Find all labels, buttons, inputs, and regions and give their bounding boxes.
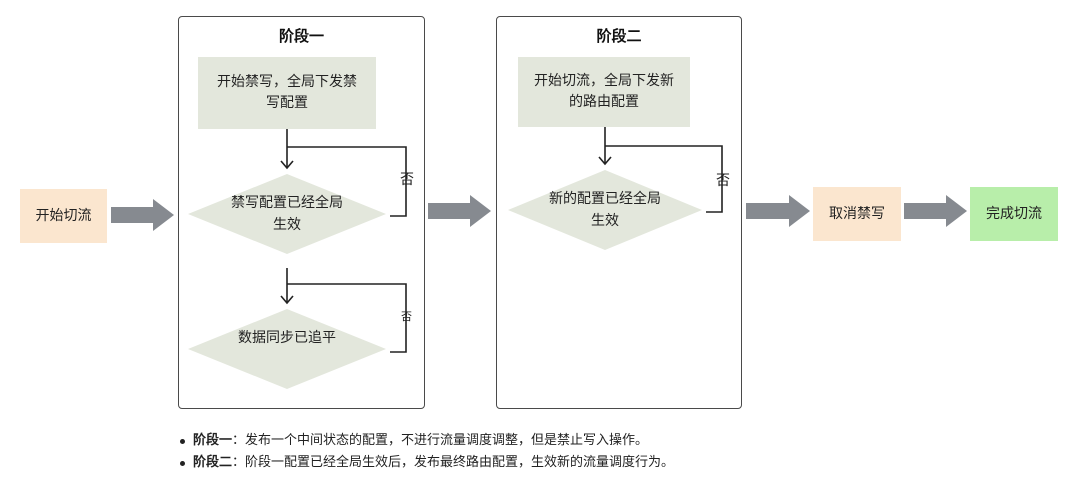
- stage-one-no-label-1: 否: [400, 172, 414, 188]
- note-separator: ：: [232, 433, 246, 448]
- stage-one-no-label-2: 否: [401, 310, 412, 323]
- stage-two-route-config-step: 开始切流，全局下发新的路由配置: [518, 57, 690, 127]
- stage-one-check-2-label: 数据同步已追平: [238, 330, 336, 346]
- bullet-icon: [180, 460, 185, 466]
- arrow-cancel-to-finish: [904, 195, 967, 227]
- cancel-write-ban-label: 取消禁写: [829, 205, 885, 222]
- start-cutover-node: 开始切流: [20, 189, 107, 243]
- stage-two-title: 阶段二: [596, 27, 642, 45]
- arrow-stage-two-to-cancel: [746, 195, 810, 227]
- stage-one-step-label: 开始禁写，全局下发禁写配置: [217, 74, 357, 111]
- bullet-icon: [180, 438, 185, 444]
- start-cutover-label: 开始切流: [35, 207, 92, 224]
- stage-one-check-1-diamond: [188, 174, 386, 254]
- note-text: 发布一个中间状态的配置，不进行流量调度调整，但是禁止写入操作。: [245, 433, 649, 448]
- stage-two-check-label: 新的配置已经全局生效: [549, 191, 661, 229]
- finish-cutover-node: 完成切流: [970, 187, 1058, 241]
- stage-two-loop: [598, 127, 723, 213]
- note-term: 阶段二: [193, 455, 233, 470]
- flow-arrows: [111, 195, 967, 231]
- stage-one-check-2-diamond: [188, 309, 386, 389]
- finish-cutover-label: 完成切流: [986, 205, 1042, 222]
- note-term: 阶段一: [193, 433, 233, 448]
- note-stage-one: 阶段一：发布一个中间状态的配置，不进行流量调度调整，但是禁止写入操作。: [180, 430, 674, 452]
- stage-two-no-label: 否: [716, 173, 730, 189]
- stage-one-check-1-label: 禁写配置已经全局生效: [231, 195, 343, 233]
- arrow-start-to-stage-one: [111, 199, 174, 231]
- stage-notes: 阶段一：发布一个中间状态的配置，不进行流量调度调整，但是禁止写入操作。 阶段二：…: [180, 430, 674, 474]
- arrow-stage-one-to-stage-two: [428, 195, 491, 227]
- cancel-write-ban-node: 取消禁写: [813, 187, 901, 241]
- stage-one-loop-1: [280, 129, 407, 217]
- note-stage-two: 阶段二：阶段一配置已经全局生效后，发布最终路由配置，生效新的流量调度行为。: [180, 452, 674, 474]
- stage-one-write-ban-step: 开始禁写，全局下发禁写配置: [198, 57, 376, 129]
- stage-one-title: 阶段一: [278, 27, 324, 45]
- stage-two-check-diamond: [508, 170, 702, 250]
- stage-two-step-label: 开始切流，全局下发新的路由配置: [534, 73, 674, 110]
- note-separator: ：: [232, 455, 246, 470]
- note-text: 阶段一配置已经全局生效后，发布最终路由配置，生效新的流量调度行为。: [245, 455, 675, 470]
- stage-one-loop-2: [280, 268, 407, 353]
